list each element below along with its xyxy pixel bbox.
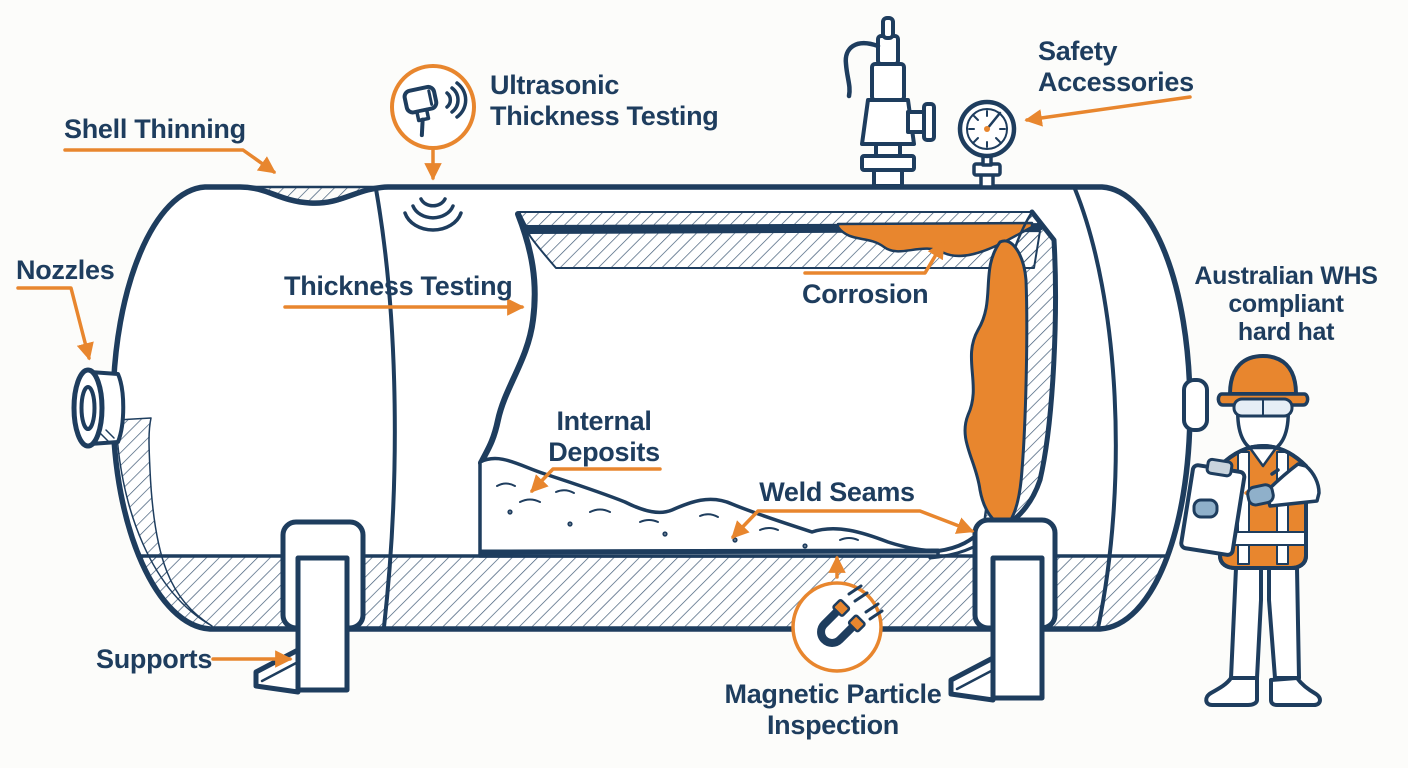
label-nozzles: Nozzles	[16, 255, 115, 285]
corrosion-patch-right	[963, 239, 1029, 530]
horseshoe-magnet-icon	[791, 581, 884, 673]
label-magnetic-particle-inspection: Magnetic Particle Inspection	[724, 679, 942, 740]
ultrasound-waves-icon	[403, 197, 463, 232]
nozzle-right	[1182, 378, 1209, 432]
right-head-seam	[1073, 187, 1118, 630]
worker-right-arm	[1264, 462, 1321, 508]
safety-accessories-arrow	[1024, 95, 1192, 127]
leader-arrows	[16, 95, 1192, 668]
nozzles-arrow	[16, 286, 94, 361]
worker-left-glove	[1192, 498, 1219, 519]
label-shell-thinning: Shell Thinning	[64, 114, 246, 144]
left-head-shading	[115, 417, 213, 627]
label-internal-deposits: Internal Deposits	[548, 406, 660, 467]
internal-deposits-arrow	[530, 467, 662, 493]
label-supports: Supports	[96, 644, 213, 674]
ultrasonic-probe-icon	[390, 64, 476, 150]
label-thickness-testing: Thickness Testing	[284, 271, 513, 301]
label-safety-accessories: Safety Accessories	[1038, 36, 1194, 97]
pressure-gauge-icon	[957, 99, 1017, 189]
cutaway-left-edge	[478, 211, 538, 466]
label-whs-hard-hat: Australian WHS compliant hard hat	[1194, 262, 1378, 346]
hard-hat-icon	[1228, 354, 1298, 396]
magnet-motion-lines	[847, 584, 884, 621]
weld-seams-arrows	[731, 509, 975, 539]
pressure-relief-valve-icon	[843, 16, 936, 188]
label-ultrasonic-thickness-testing: Ultrasonic Thickness Testing	[490, 70, 719, 131]
worker-left-boot	[1204, 676, 1259, 707]
label-corrosion: Corrosion	[802, 279, 929, 309]
worker-figure	[1179, 354, 1322, 707]
worker-right-leg	[1267, 566, 1301, 680]
cutaway-section	[478, 209, 1058, 560]
worker-left-leg	[1229, 566, 1263, 680]
left-head-seam	[374, 187, 397, 629]
label-weld-seams: Weld Seams	[759, 477, 915, 507]
worker-right-glove	[1246, 483, 1275, 507]
support-right	[948, 517, 1058, 703]
nozzle-left	[71, 367, 126, 449]
shell-thinning-arrow	[63, 148, 277, 174]
shell-thinning-area	[241, 185, 388, 206]
corrosion-arrow	[803, 240, 945, 275]
worker-right-boot	[1269, 676, 1322, 707]
